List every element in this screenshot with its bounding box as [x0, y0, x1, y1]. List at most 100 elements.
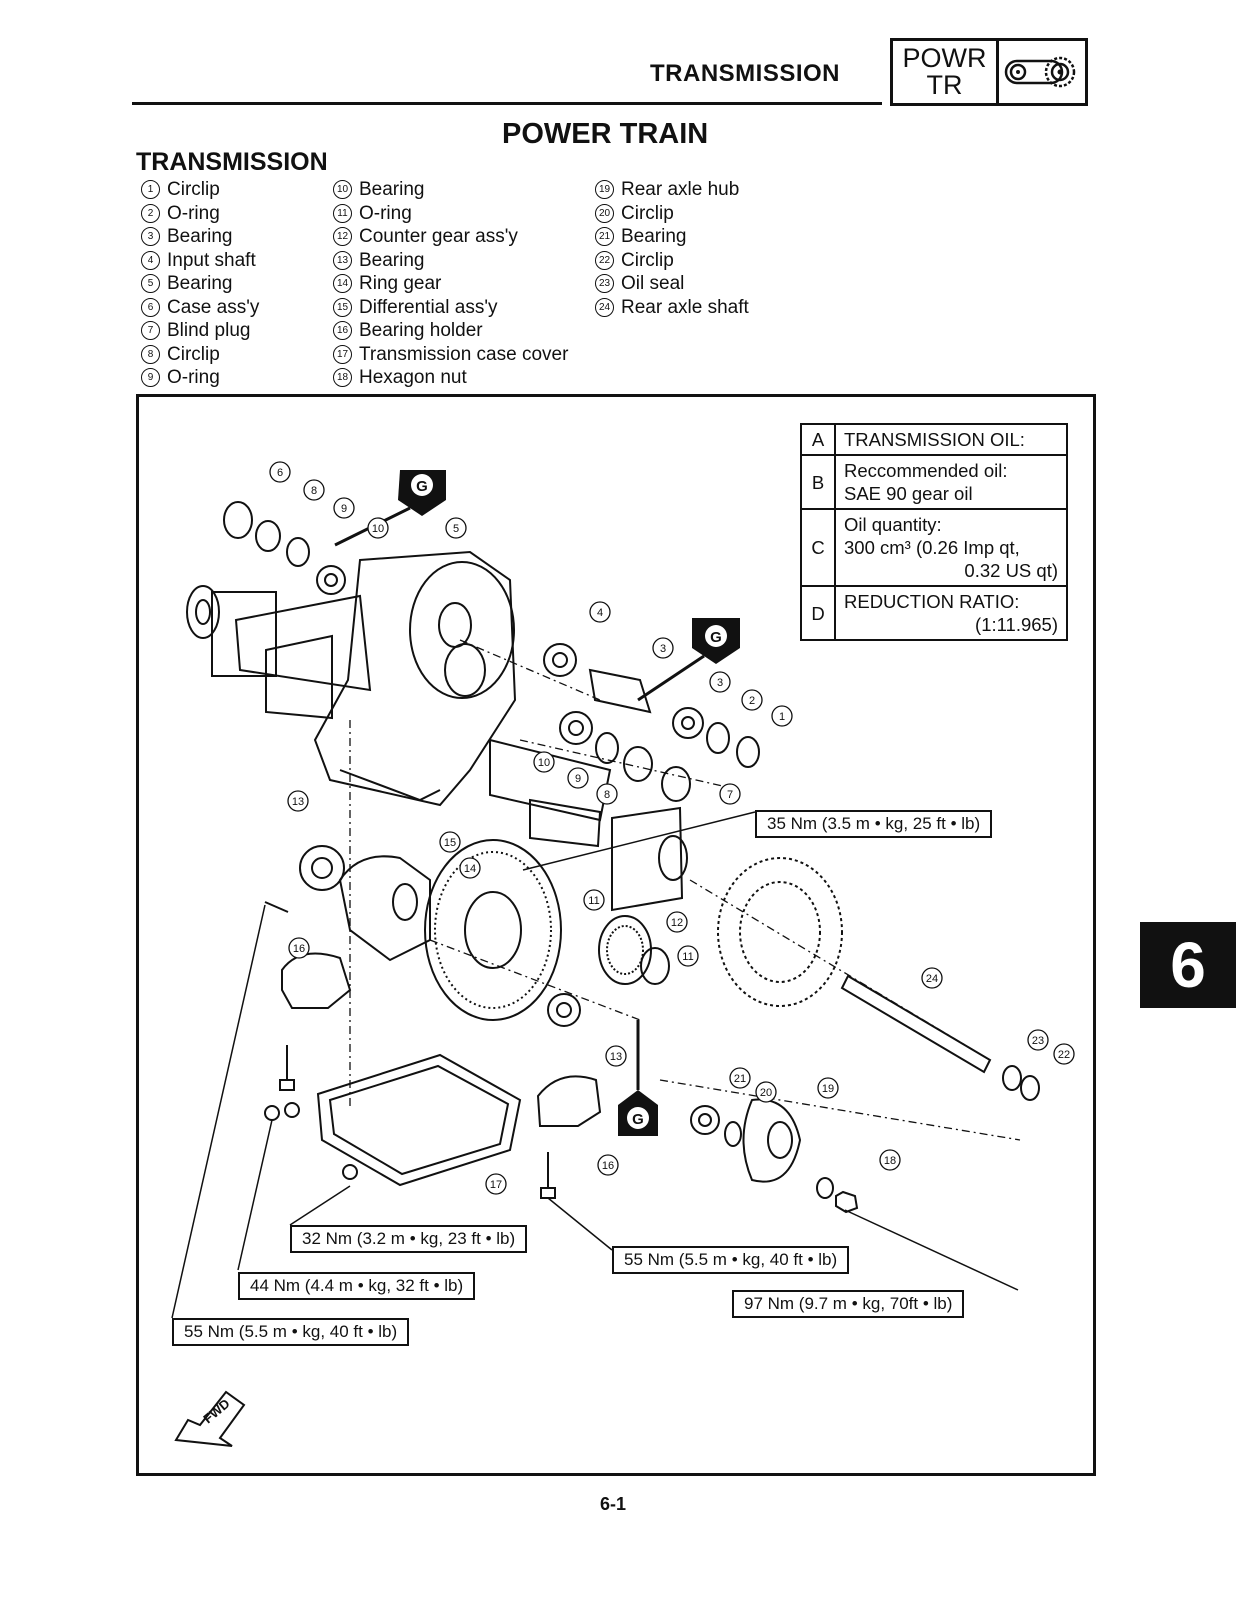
callout-4: 3	[652, 637, 674, 659]
legend-label: Bearing	[359, 249, 425, 271]
svg-text:18: 18	[884, 1155, 896, 1167]
svg-text:3: 3	[717, 677, 723, 689]
transmission-case	[313, 550, 517, 807]
svg-text:16: 16	[293, 943, 305, 955]
callout-11: 11	[677, 945, 699, 967]
torque-spec-35nm: 35 Nm (3.5 m • kg, 25 ft • lb)	[755, 810, 993, 838]
callout-number: 8	[141, 344, 160, 364]
spec-line: (1:11.965)	[975, 614, 1058, 635]
svg-text:12: 12	[671, 917, 683, 929]
callout-number: 3	[141, 227, 160, 247]
callout-5: 4	[589, 601, 611, 623]
callout-number: 22	[595, 250, 614, 270]
callout-14: 14	[459, 857, 481, 879]
grease-mark-label: G	[632, 1111, 644, 1128]
svg-text:24: 24	[926, 973, 938, 985]
ring-gear	[424, 839, 562, 1021]
callout-17: 17	[485, 1173, 507, 1195]
callout-number: 21	[595, 227, 614, 247]
header-rule	[132, 102, 882, 105]
svg-text:7: 7	[727, 789, 733, 801]
callout-number: 13	[333, 250, 352, 270]
callout-number: 23	[595, 274, 614, 294]
chapter-tab: 6	[1140, 922, 1236, 1008]
counter-gear	[598, 915, 652, 985]
svg-text:1: 1	[779, 711, 785, 723]
torque-spec-32nm: 32 Nm (3.2 m • kg, 23 ft • lb)	[290, 1225, 528, 1253]
svg-text:10: 10	[372, 523, 384, 535]
callout-15: 15	[439, 831, 461, 853]
legend-label: Rear axle shaft	[621, 296, 749, 318]
differential	[338, 855, 431, 962]
spec-row-c: C Oil quantity:300 cm³ (0.26 Imp qt,0.32…	[800, 508, 1068, 587]
legend-label: Rear axle hub	[621, 179, 740, 200]
left-axle-housing	[186, 585, 372, 720]
section-code: POWR TR	[893, 41, 999, 103]
callout-19: 19	[817, 1077, 839, 1099]
legend-label: O-ring	[359, 202, 412, 224]
svg-text:3: 3	[660, 643, 666, 655]
svg-text:23: 23	[1032, 1035, 1044, 1047]
callout-12: 12	[666, 911, 688, 933]
legend-label: Oil seal	[621, 273, 685, 294]
forward-arrow-icon	[174, 1390, 246, 1447]
grease-mark-icon: G	[618, 1020, 658, 1136]
exploded-diagram-frame	[136, 394, 1096, 1476]
callout-10: 10	[367, 517, 389, 539]
callout-7: 6	[269, 461, 291, 483]
callout-number: 2	[141, 203, 160, 223]
callout-number: 15	[333, 297, 352, 317]
legend-label: Circlip	[167, 179, 220, 200]
grease-mark-label: G	[710, 629, 722, 646]
callout-10: 10	[533, 751, 555, 773]
callout-6: 5	[445, 517, 467, 539]
grease-mark-icon: G	[334, 470, 446, 547]
spec-line: 300 cm³ (0.26 Imp qt,	[844, 537, 1020, 558]
callout-number: 1	[141, 180, 160, 200]
callout-13: 13	[287, 790, 309, 812]
legend-label: Case ass'y	[167, 296, 260, 318]
callout-3: 3	[709, 671, 731, 693]
svg-text:22: 22	[1058, 1049, 1070, 1061]
callout-number: 12	[333, 227, 352, 247]
grease-mark-icon: G	[637, 618, 740, 702]
callout-2: 2	[741, 689, 763, 711]
spec-line: 0.32 US qt)	[964, 560, 1058, 581]
svg-text:4: 4	[597, 607, 603, 619]
bearing	[316, 565, 346, 595]
section-title: TRANSMISSION	[650, 60, 841, 87]
callout-number: 5	[141, 274, 160, 294]
torque-spec-55nm-hub: 55 Nm (5.5 m • kg, 40 ft • lb)	[612, 1246, 850, 1274]
callout-16: 16	[597, 1154, 619, 1176]
fwd-label: FWD	[200, 1396, 232, 1427]
callout-number: 16	[333, 321, 352, 341]
legend-label: Ring gear	[359, 273, 442, 294]
legend-label: Bearing	[621, 226, 687, 247]
torque-spec-97nm: 97 Nm (9.7 m • kg, 70ft • lb)	[732, 1290, 965, 1318]
callout-11: 11	[583, 889, 605, 911]
hexagon-nut	[835, 1190, 859, 1214]
spec-key: C	[800, 508, 836, 587]
spec-row-d: D REDUCTION RATIO:(1:11.965)	[800, 585, 1068, 641]
callout-8: 8	[596, 783, 618, 805]
legend-item: 1 Circlip	[141, 178, 259, 202]
torque-spec-55nm-bolt: 55 Nm (5.5 m • kg, 40 ft • lb)	[172, 1318, 410, 1346]
legend-label: Input shaft	[167, 249, 256, 271]
svg-text:13: 13	[292, 796, 304, 808]
page-number: 6-1	[600, 1494, 627, 1514]
page-title: POWER TRAIN	[502, 118, 709, 150]
svg-text:2: 2	[749, 695, 755, 707]
